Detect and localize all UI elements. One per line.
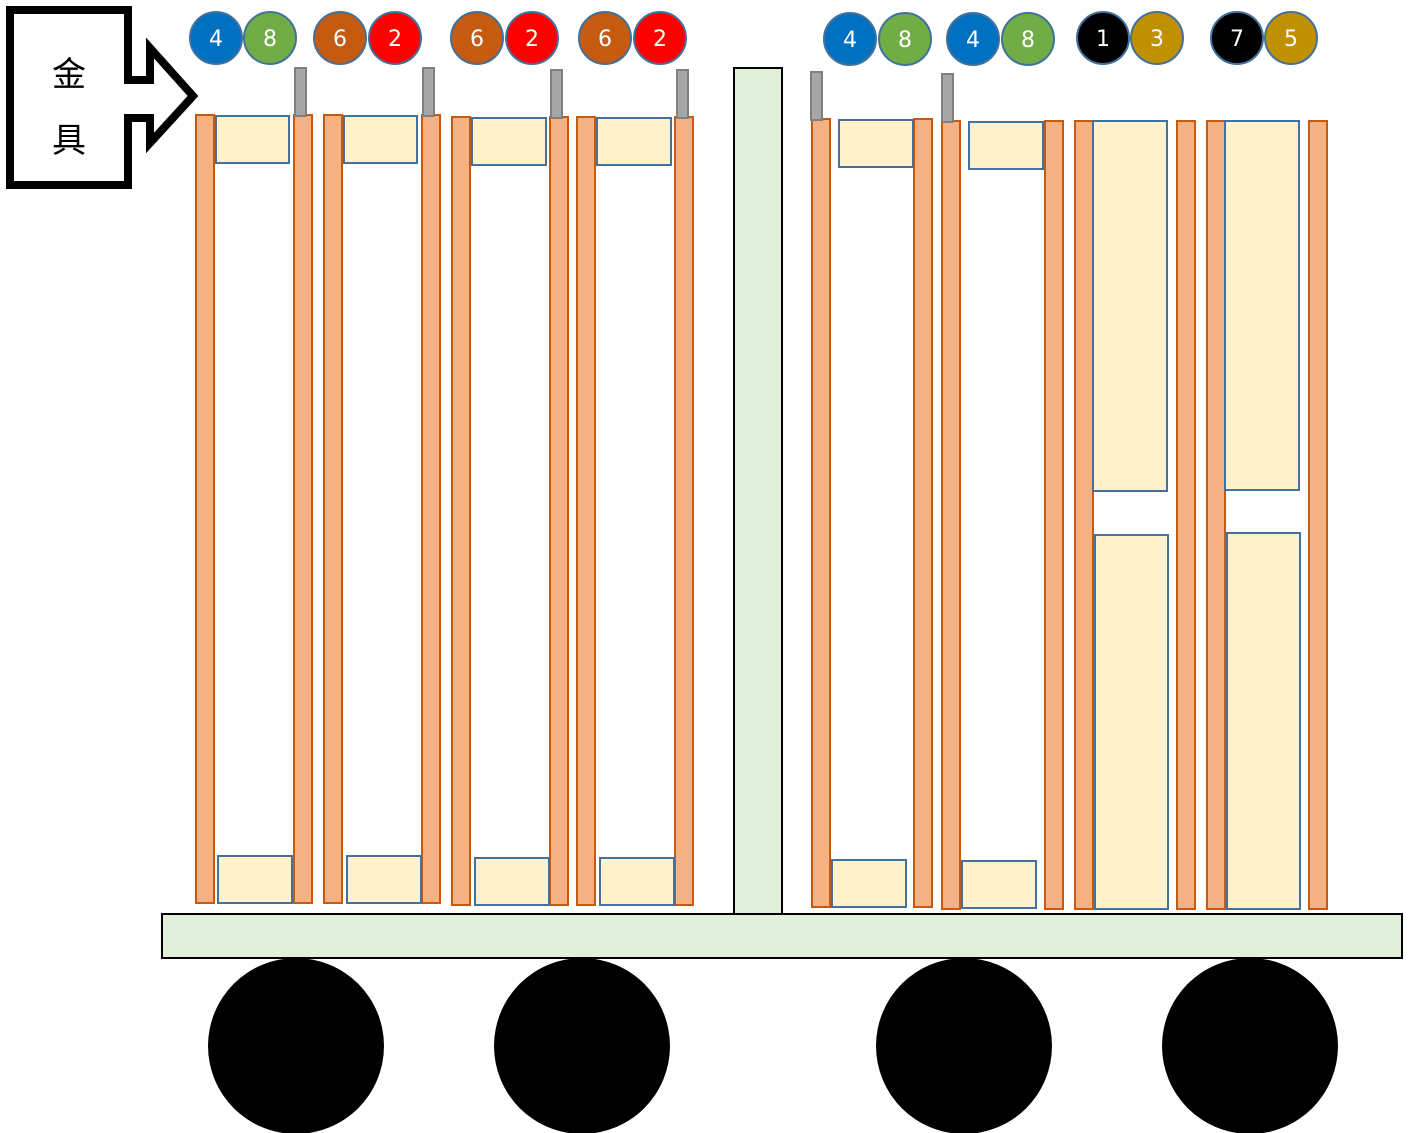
metal-fitting-2 [422, 67, 435, 117]
post-1 [195, 114, 215, 904]
number-badge-label-9: 4 [843, 28, 857, 53]
number-badge-16 [1264, 11, 1318, 65]
number-badge-label-11: 4 [966, 28, 980, 53]
metal-fitting-4 [676, 69, 689, 119]
number-badge-13 [1076, 11, 1130, 65]
post-13 [1074, 120, 1094, 910]
post-8 [674, 116, 694, 906]
pad-7 [596, 117, 672, 166]
number-badge-11 [946, 12, 1000, 66]
pad-14 [1094, 534, 1169, 910]
pad-16 [1226, 532, 1301, 910]
metal-fitting-5 [810, 71, 823, 121]
cart-structure [161, 67, 1403, 1133]
post-2 [293, 114, 313, 904]
number-badge-label-16: 5 [1284, 27, 1298, 52]
number-badge-9 [823, 12, 877, 66]
cart-deck [161, 913, 1403, 959]
pad-10 [831, 859, 907, 908]
number-badge-label-13: 1 [1096, 27, 1110, 52]
number-badge-label-7: 6 [598, 27, 612, 52]
pad-6 [474, 857, 550, 906]
metal-fitting-callout: 金 具 [6, 6, 199, 189]
pad-15 [1224, 120, 1300, 491]
number-badge-label-1: 4 [209, 27, 223, 52]
number-badge-7 [578, 11, 632, 65]
number-badge-label-4: 2 [388, 27, 402, 52]
post-6 [549, 116, 569, 906]
number-badge-3 [313, 11, 367, 65]
number-badge-label-12: 8 [1021, 28, 1035, 53]
number-badge-label-6: 2 [525, 27, 539, 52]
post-14 [1176, 120, 1196, 910]
wheel-1 [208, 958, 384, 1133]
number-badge-8 [633, 11, 687, 65]
pad-11 [968, 121, 1044, 170]
post-9 [811, 118, 831, 908]
pad-8 [599, 857, 675, 906]
number-badge-6 [505, 11, 559, 65]
pad-4 [346, 855, 422, 904]
badge-row: 4 8 6 2 6 2 6 2 4 8 4 8 1 3 7 5 [189, 11, 1318, 66]
number-badge-label-2: 8 [263, 27, 277, 52]
number-badge-10 [878, 12, 932, 66]
number-badge-12 [1001, 12, 1055, 66]
post-12 [1044, 120, 1064, 910]
pad-1 [215, 115, 290, 164]
metal-fitting-6 [941, 73, 954, 123]
metal-fitting-3 [550, 69, 563, 119]
pad-2 [217, 855, 293, 904]
post-10 [913, 118, 933, 908]
wheel-2 [494, 958, 670, 1133]
number-badge-2 [243, 11, 297, 65]
post-7 [576, 116, 596, 906]
number-badge-label-3: 6 [333, 27, 347, 52]
metal-fitting-1 [294, 67, 307, 117]
post-11 [941, 120, 961, 910]
number-badge-label-15: 7 [1230, 27, 1244, 52]
callout-arrow-shape [6, 6, 199, 189]
number-badge-15 [1210, 11, 1264, 65]
pad-5 [471, 117, 547, 166]
number-badge-5 [450, 11, 504, 65]
wheel-3 [876, 958, 1052, 1133]
number-badge-label-10: 8 [898, 28, 912, 53]
pad-12 [961, 860, 1037, 909]
center-divider [733, 67, 783, 915]
pad-3 [343, 115, 418, 164]
number-badge-4 [368, 11, 422, 65]
pad-9 [838, 119, 914, 168]
number-badge-label-8: 2 [653, 27, 667, 52]
post-5 [451, 116, 471, 906]
number-badge-label-14: 3 [1150, 27, 1164, 52]
number-badge-1 [189, 11, 243, 65]
post-15 [1206, 120, 1226, 910]
post-3 [323, 114, 343, 904]
number-badge-14 [1130, 11, 1184, 65]
pad-13 [1092, 120, 1168, 492]
wheel-4 [1162, 958, 1338, 1133]
post-16 [1308, 120, 1328, 910]
callout-label-line1: 金 [52, 55, 86, 95]
callout-label-line2: 具 [52, 121, 86, 161]
number-badge-label-5: 6 [470, 27, 484, 52]
post-4 [421, 114, 441, 904]
